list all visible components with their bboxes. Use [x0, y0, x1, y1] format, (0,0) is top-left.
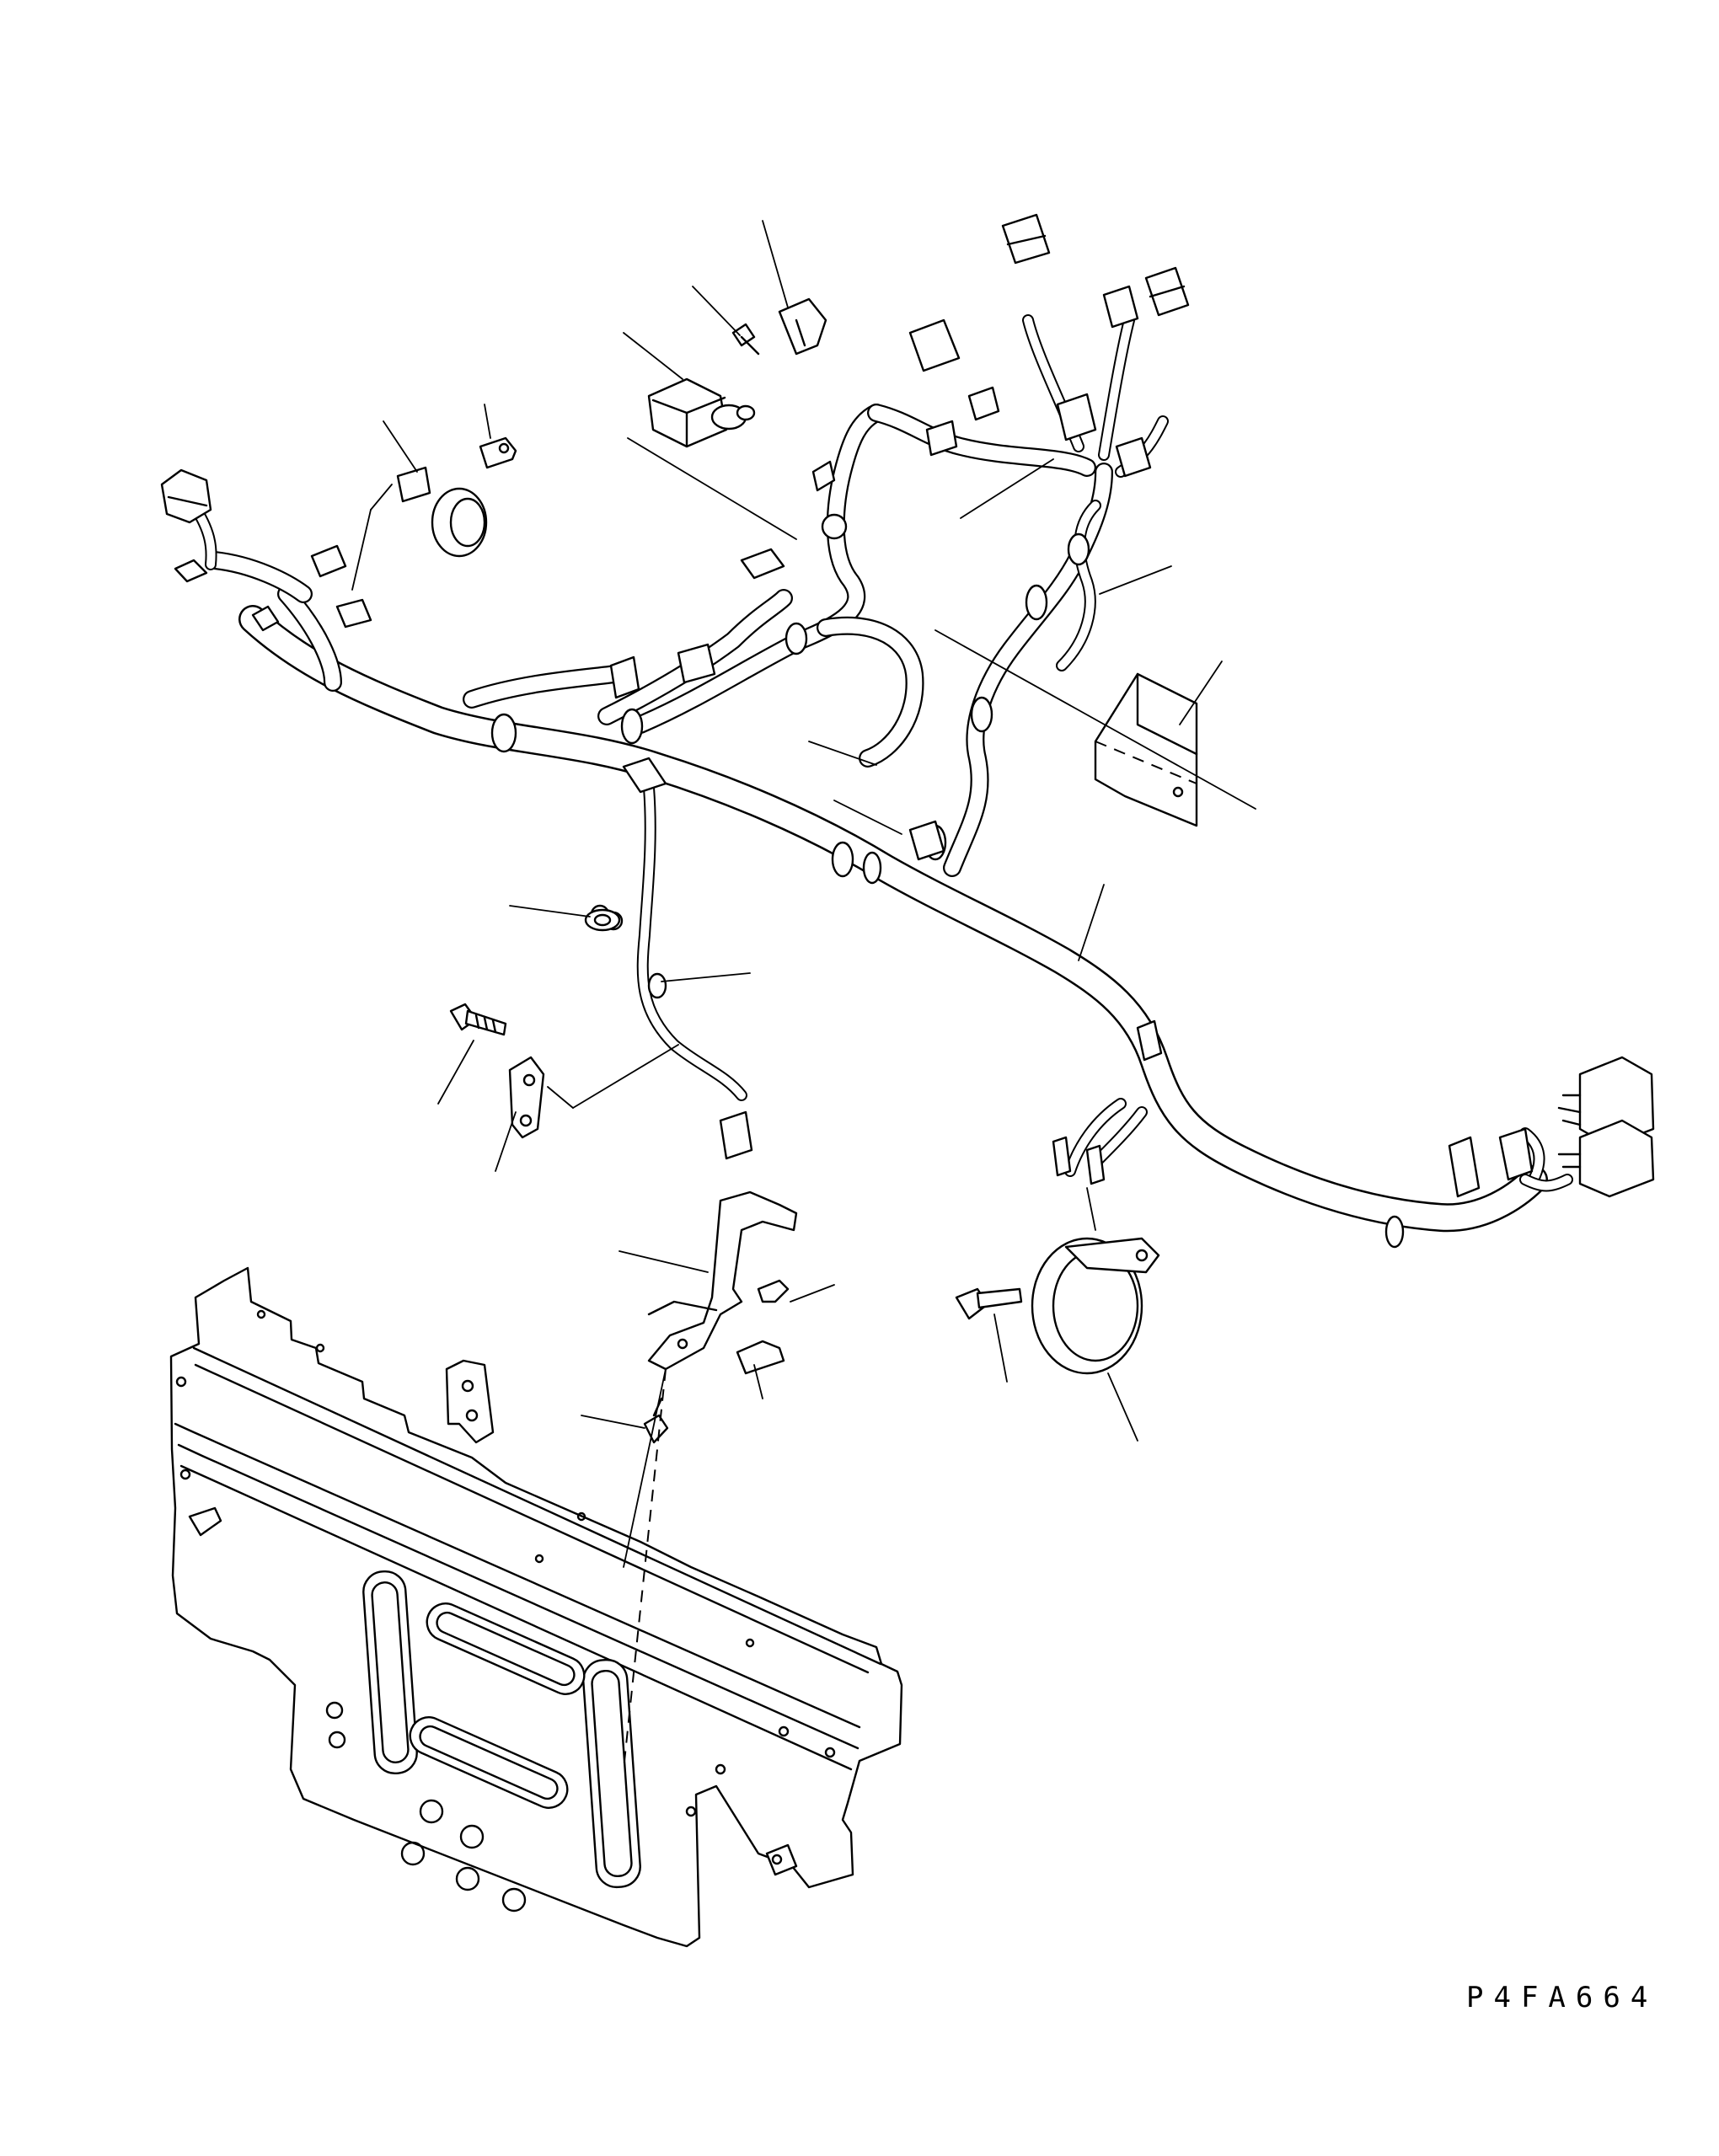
ground-bracket — [508, 1056, 545, 1139]
harness-clamps — [490, 513, 1405, 1249]
main-wire-harness — [188, 314, 1573, 1233]
screw-clip-top — [731, 297, 827, 356]
drawing-code: P4FA664 — [1466, 1981, 1657, 2014]
cable-clamp — [584, 908, 621, 932]
leader-lines — [351, 220, 1256, 1770]
connector-bracket — [643, 1190, 798, 1444]
relay-switch — [647, 377, 756, 448]
bolt-left — [449, 1003, 507, 1036]
harness-cover — [1094, 672, 1198, 827]
mounting-plate — [169, 1266, 903, 1948]
buzzer-with-bracket — [396, 436, 517, 558]
horn — [955, 1237, 1160, 1375]
harness-connectors — [160, 213, 1655, 1198]
